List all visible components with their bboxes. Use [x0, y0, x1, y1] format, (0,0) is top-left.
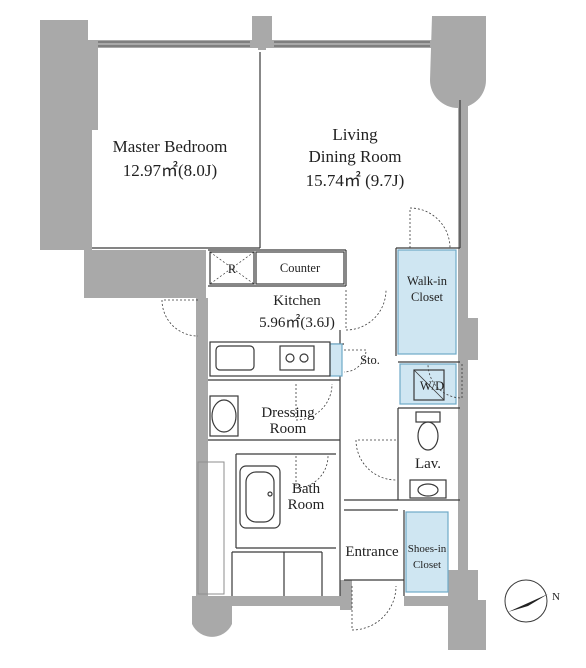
- right-wall-long: [458, 100, 478, 600]
- door-sto[interactable]: [343, 349, 367, 373]
- door-kitchen[interactable]: [345, 289, 387, 331]
- entrance-bottom-wall-right: [404, 596, 450, 606]
- master-bedroom-area: 12.97㎡(8.0J): [123, 161, 217, 180]
- left-wall-bedroom: [40, 50, 98, 250]
- left-top-column: [40, 20, 98, 130]
- refrigerator: [209, 251, 255, 285]
- exterior-walls: [40, 16, 486, 650]
- sink-icon: [215, 345, 255, 371]
- stove-icon: [279, 345, 315, 371]
- washbasin-icon: [211, 399, 237, 433]
- door-lav[interactable]: [355, 439, 397, 481]
- walkin-closet-label-2: Closet: [411, 290, 443, 304]
- washer-label: W/D: [420, 379, 444, 393]
- living-dining-area: 15.74㎡ (9.7J): [306, 171, 405, 190]
- mid-left-wall: [196, 298, 208, 598]
- dressing-label-1: Dressing: [261, 405, 315, 421]
- toilet-icon: [415, 411, 441, 451]
- walkin-closet-area: [397, 249, 457, 355]
- refrigerator-label: R: [228, 262, 237, 276]
- lav-sink-icon: [417, 483, 439, 497]
- right-bottom-block: [448, 570, 486, 650]
- door-walkin[interactable]: [409, 207, 451, 249]
- storage-label: Sto.: [360, 353, 380, 367]
- door-balcony-left[interactable]: [161, 299, 199, 337]
- left-lower-block: [84, 250, 206, 298]
- washer-icon: [413, 369, 445, 401]
- bathtub-icon: [239, 465, 281, 529]
- kitchen-counter: [209, 341, 331, 377]
- living-label: Living: [332, 125, 378, 144]
- master-bedroom-label: Master Bedroom: [113, 137, 228, 156]
- dressing-label-2: Room: [270, 421, 307, 437]
- kitchen-area: 5.96㎡(3.6J): [259, 314, 335, 331]
- door-bath[interactable]: [295, 455, 329, 489]
- counter-fixture: [255, 251, 345, 285]
- bath-label-2: Room: [288, 497, 325, 513]
- entrance-bottom-wall: [340, 580, 352, 610]
- entrance-label: Entrance: [345, 544, 399, 560]
- counter-label: Counter: [280, 261, 321, 275]
- top-wall: [88, 40, 432, 48]
- balcony-left-frame: [197, 461, 225, 595]
- bottom-wall: [232, 596, 342, 606]
- compass-label: N: [552, 591, 560, 603]
- shoes-closet-label-2: Closet: [413, 559, 441, 571]
- walkin-closet-label-1: Walk-in: [407, 274, 448, 288]
- storage-area: [329, 343, 343, 377]
- shoes-closet-label-1: Shoes-in: [408, 543, 447, 555]
- doors: [161, 207, 463, 631]
- bottom-left-column: [192, 596, 232, 637]
- door-wd[interactable]: [427, 363, 463, 399]
- door-dressing[interactable]: [295, 383, 333, 421]
- compass-north-arrow-icon: N: [504, 579, 560, 623]
- bath-label-1: Bath: [292, 481, 321, 497]
- door-entrance[interactable]: [351, 585, 397, 631]
- lav-label: Lav.: [415, 456, 441, 472]
- dining-room-label: Dining Room: [308, 147, 401, 166]
- windows-top: [98, 41, 430, 47]
- room-labels: Master Bedroom 12.97㎡(8.0J) Living Dinin…: [113, 125, 448, 571]
- center-top-column: [252, 16, 272, 50]
- kitchen-label: Kitchen: [273, 293, 321, 309]
- right-top-column: [430, 16, 486, 108]
- shoes-closet-area: [405, 511, 449, 593]
